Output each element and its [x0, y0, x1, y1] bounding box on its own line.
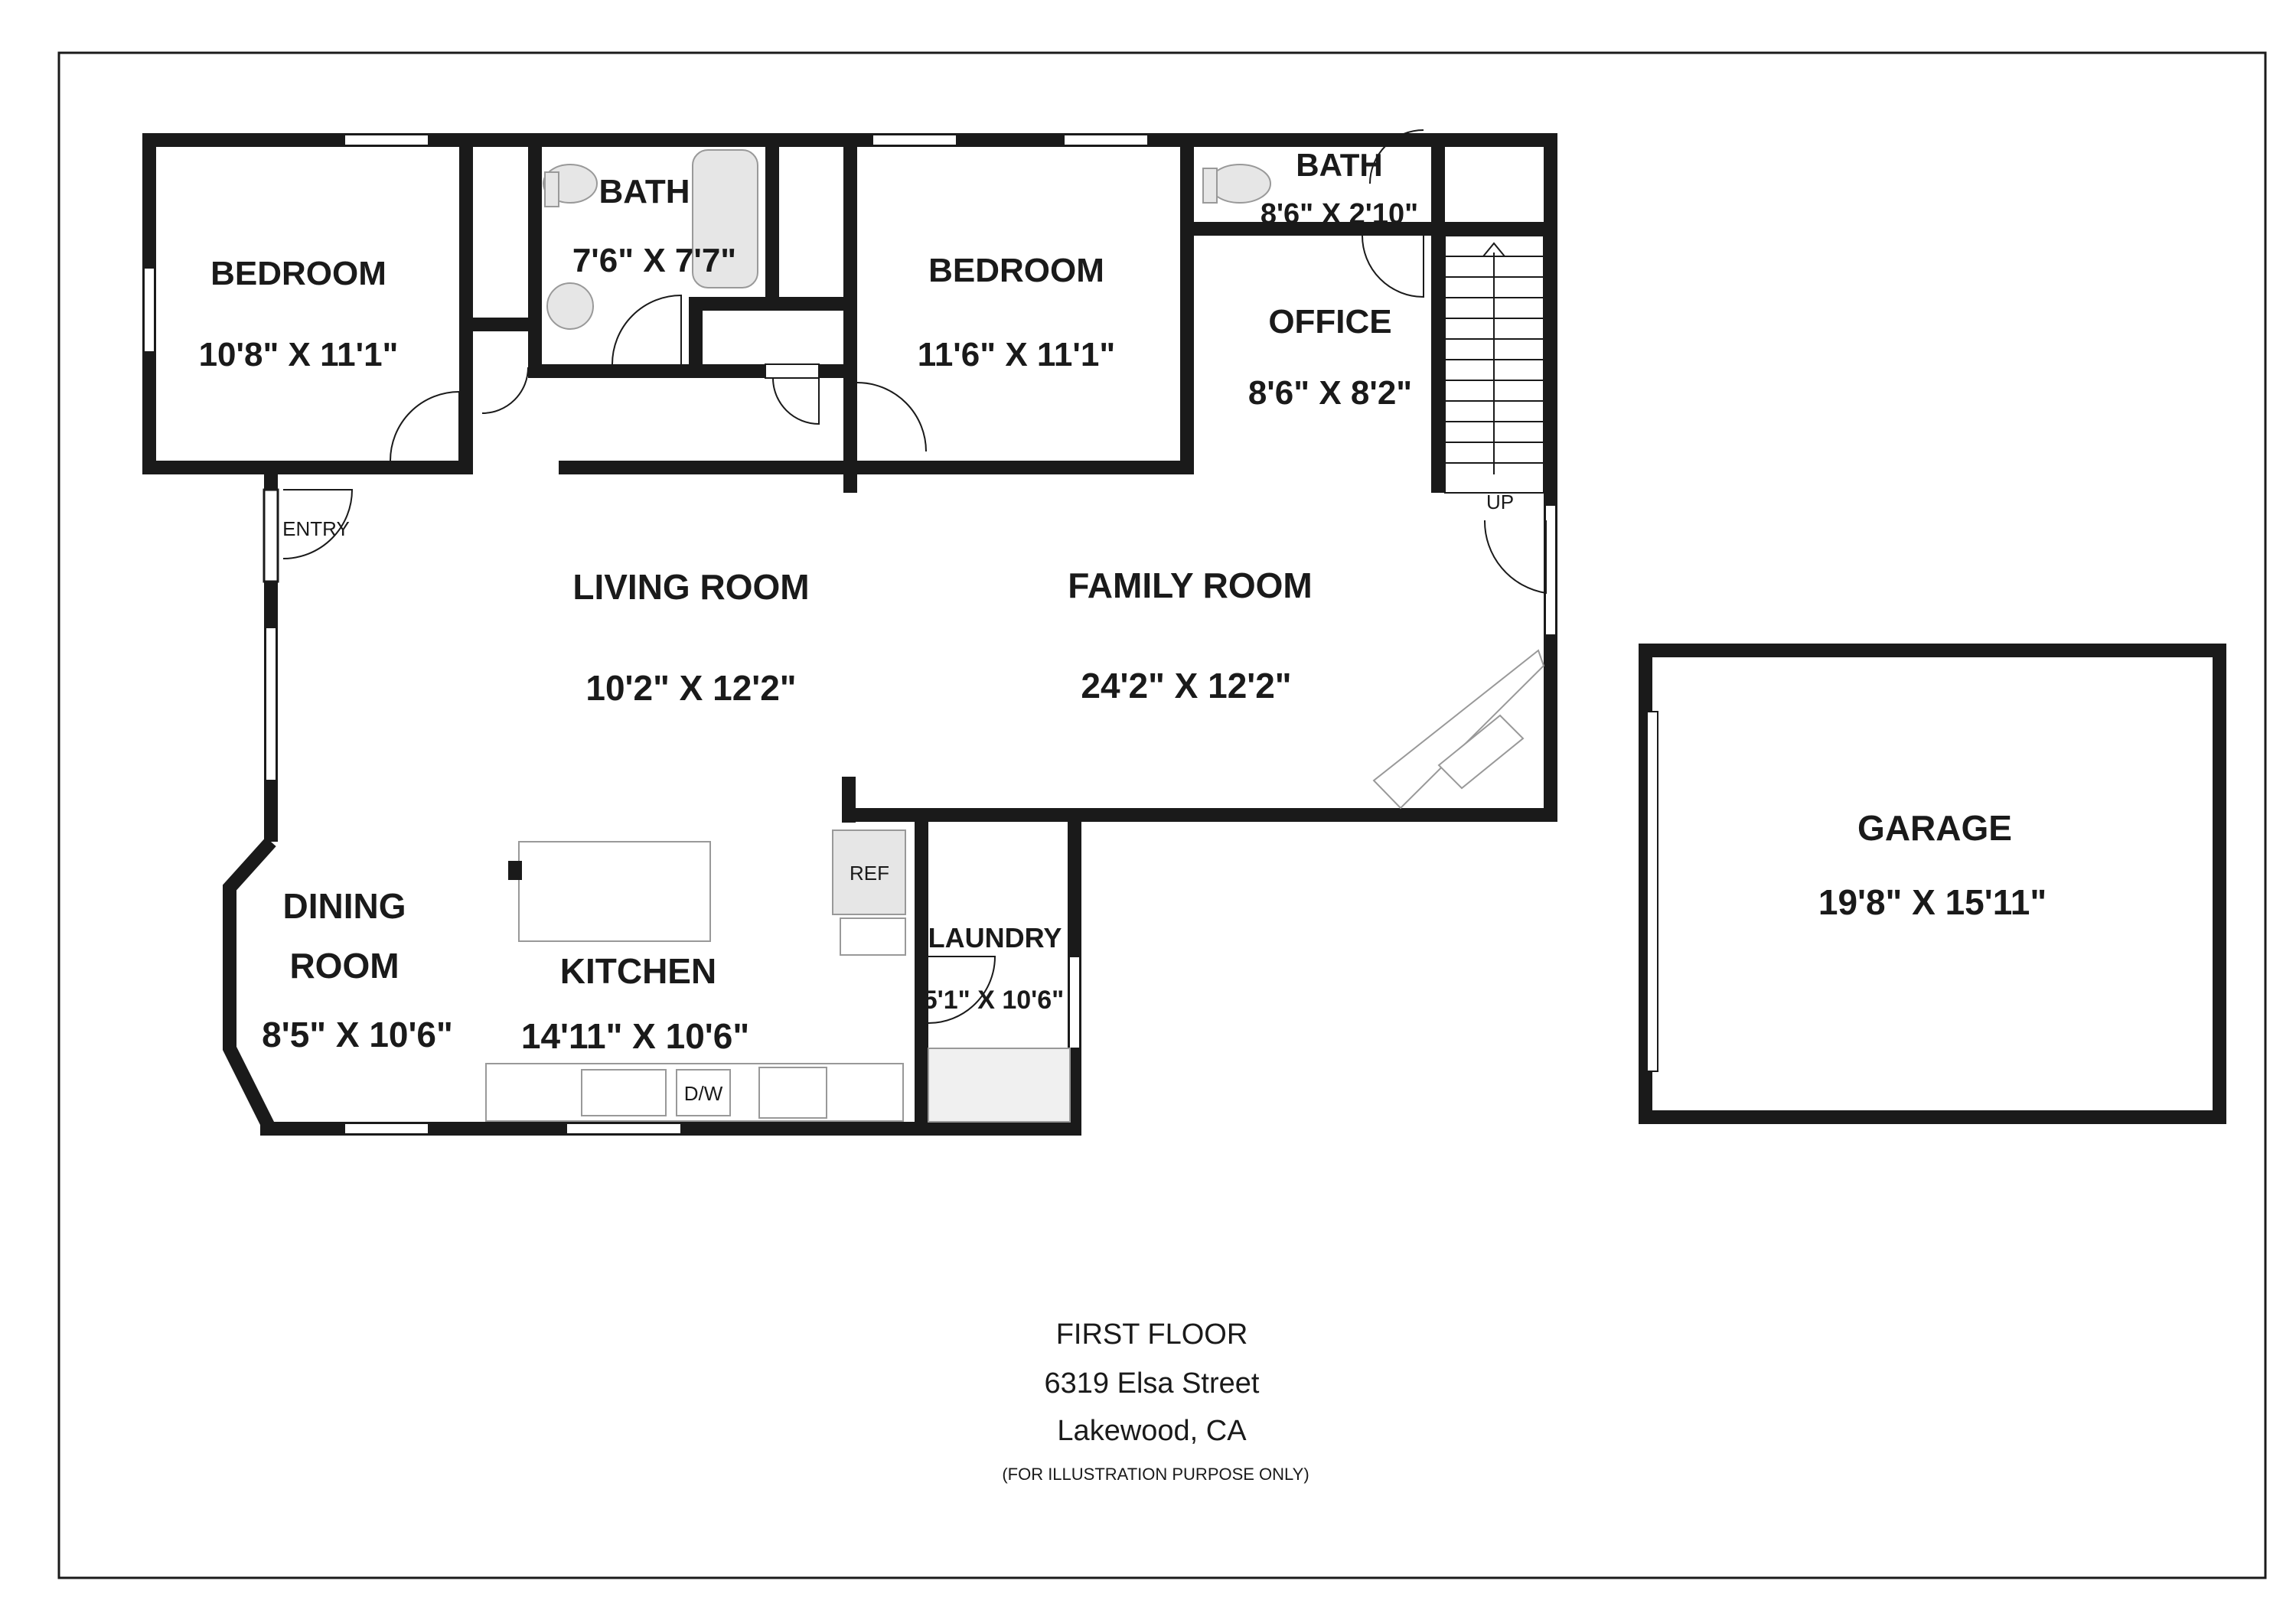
bath1-size: 7'6" X 7'7" [572, 242, 736, 279]
kitchen-size: 14'11" X 10'6" [521, 1016, 749, 1056]
bedroom2-size: 11'6" X 11'1" [918, 336, 1115, 373]
laundry-size: 5'1" X 10'6" [923, 986, 1065, 1015]
bedroom2-name: BEDROOM [928, 252, 1104, 289]
garage-size: 19'8" X 15'11" [1818, 882, 2047, 922]
entry-label: ENTRY [282, 517, 350, 540]
garage-walls [1639, 644, 2226, 1124]
laundry-name: LAUNDRY [928, 922, 1062, 953]
garage-name: GARAGE [1857, 808, 2012, 848]
family-name: FAMILY ROOM [1068, 565, 1312, 605]
page-frame [57, 51, 2267, 1579]
city-caption: Lakewood, CA [1057, 1415, 1247, 1447]
bay-window [223, 836, 276, 1129]
dining-name-2: ROOM [289, 946, 399, 986]
office-name: OFFICE [1268, 303, 1391, 341]
staircase [1444, 235, 1544, 494]
kitchen-name: KITCHEN [560, 951, 716, 991]
bath1-name: BATH [599, 173, 690, 210]
dishwasher-label: D/W [684, 1082, 723, 1105]
refrigerator-label: REF [850, 862, 889, 885]
fireplace [1372, 649, 1545, 810]
living-size: 10'2" X 12'2" [585, 668, 796, 708]
office-size: 8'6" X 8'2" [1248, 374, 1412, 412]
floor-caption: FIRST FLOOR [1056, 1318, 1248, 1351]
doors [282, 129, 1547, 1024]
bedroom1-name: BEDROOM [210, 255, 386, 292]
disclaimer-caption: (FOR ILLUSTRATION PURPOSE ONLY) [1002, 1465, 1309, 1484]
walls [142, 133, 1557, 1136]
bedroom1-size: 10'8" X 11'1" [199, 336, 399, 373]
dining-size: 8'5" X 10'6" [262, 1015, 453, 1054]
windows [143, 134, 1557, 1135]
stairs-up-label: UP [1486, 490, 1514, 513]
bath2-name: BATH [1296, 147, 1383, 183]
family-size: 24'2" X 12'2" [1081, 666, 1291, 706]
kitchen-fixtures [485, 829, 1071, 1123]
bath2-size: 8'6" X 2'10" [1261, 198, 1418, 230]
street-caption: 6319 Elsa Street [1045, 1367, 1260, 1400]
bath-fixtures [543, 149, 1271, 330]
dining-name-1: DINING [283, 886, 406, 926]
living-name: LIVING ROOM [572, 567, 809, 607]
